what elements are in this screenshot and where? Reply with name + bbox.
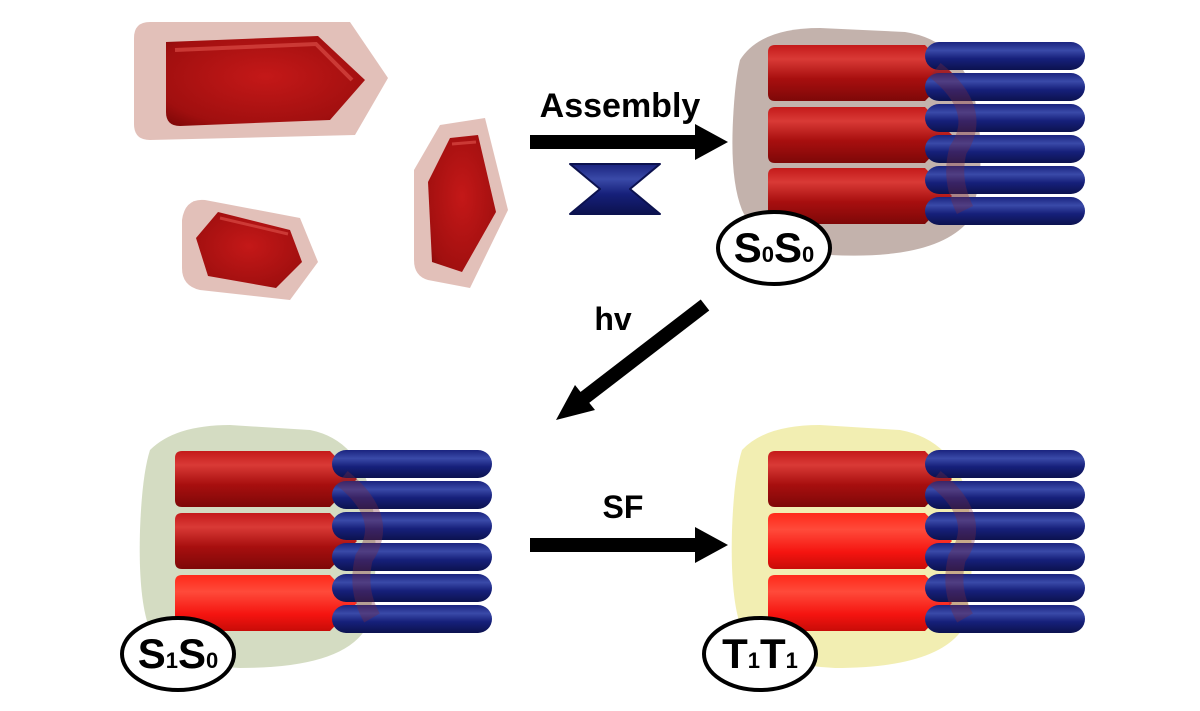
- linker-molecule: [569, 163, 661, 215]
- assembly-label: Assembly: [540, 87, 701, 125]
- free-molecule-small: [182, 199, 318, 300]
- linker-column: [925, 450, 1085, 633]
- stack-t1t1: T1T1: [702, 425, 1085, 692]
- assembly-arrowhead: [695, 124, 728, 160]
- acceptor-row-3-excited: [768, 575, 952, 631]
- acceptor-row-2-excited: [768, 513, 952, 569]
- acceptor-row-1: [175, 451, 357, 507]
- stack-s0s0: S0S0: [716, 28, 1085, 286]
- stack-s1s0: S1S0: [120, 425, 492, 692]
- svg-text:T1T1: T1T1: [722, 630, 798, 677]
- svg-text:S0S0: S0S0: [734, 224, 815, 271]
- photoexcitation-arrowhead: [556, 385, 595, 420]
- singlet-fission-label: SF: [603, 489, 644, 525]
- linker-column: [332, 450, 492, 633]
- free-molecule-large: [134, 22, 388, 140]
- photoexcitation-arrow: [570, 299, 710, 411]
- free-molecule-tilted: [414, 118, 508, 288]
- singlet-fission-arrowhead: [695, 527, 728, 563]
- acceptor-row-3-excited: [175, 575, 357, 631]
- state-badge-t1t1: T1T1: [702, 616, 818, 692]
- svg-text:S1S0: S1S0: [138, 630, 219, 677]
- photoexcitation-label: hv: [594, 301, 632, 337]
- state-badge-s0s0: S0S0: [716, 210, 832, 286]
- acceptor-row-1: [768, 451, 952, 507]
- state-badge-s1s0: S1S0: [120, 616, 236, 692]
- acceptor-row-1: [768, 45, 952, 101]
- acceptor-row-3: [768, 168, 952, 224]
- acceptor-row-2: [768, 107, 952, 163]
- acceptor-row-2: [175, 513, 357, 569]
- linker-column: [925, 42, 1085, 225]
